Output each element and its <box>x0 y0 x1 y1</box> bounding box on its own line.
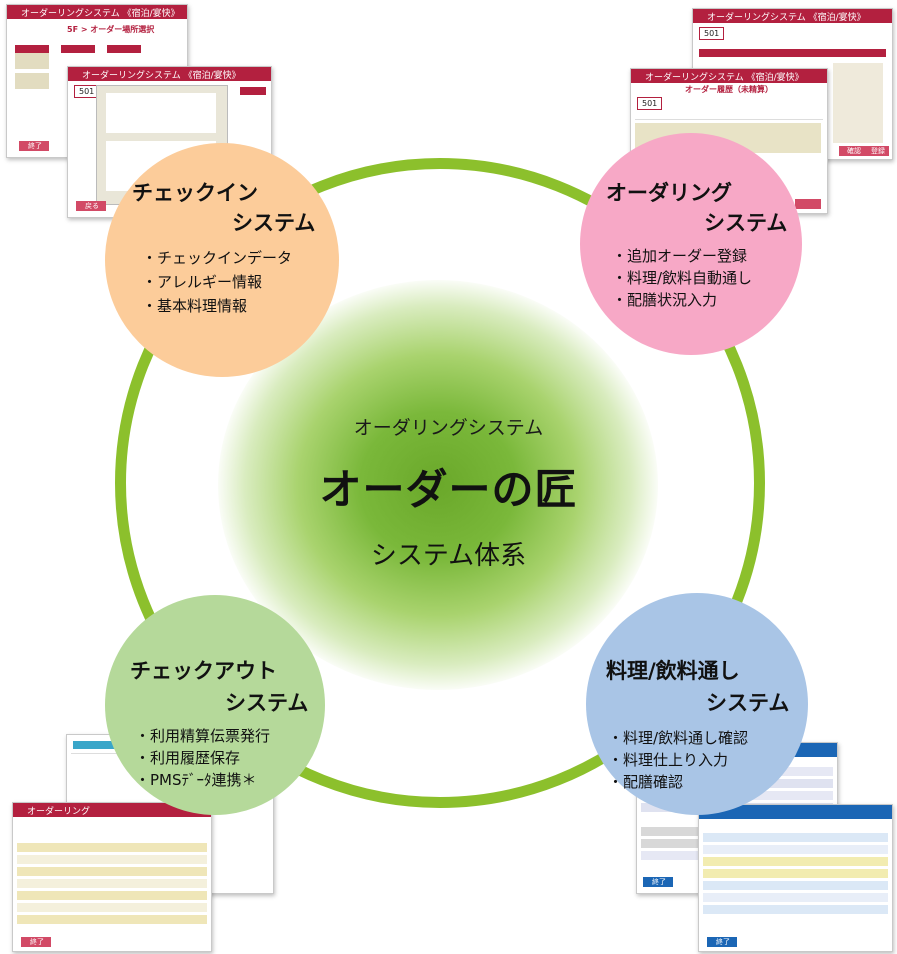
screen-heading: オーダー履歴（未精算） <box>685 85 773 94</box>
checkin-item: ・基本料理情報 <box>142 297 248 315</box>
exit-button[interactable]: 終了 <box>707 937 737 947</box>
app-header-bar: オーダーリング <box>13 803 211 817</box>
center-subtitle: オーダリングシステム <box>353 417 544 439</box>
checkout-bubble: チェックアウト システム ・利用精算伝票発行 ・利用履歴保存 ・PMSﾃﾞｰﾀ連… <box>105 595 325 815</box>
app-header-bar: オーダーリングシステム 《宿泊/宴快》 <box>68 67 271 81</box>
food-title-line1: 料理/飲料通し <box>606 659 740 683</box>
food-item: ・料理/飲料通し確認 <box>608 729 749 747</box>
checkin-item: ・チェックインデータ <box>142 249 293 267</box>
app-title: オーダーリングシステム 《宿泊/宴快》 <box>21 9 180 19</box>
room-tab[interactable] <box>61 45 95 53</box>
app-header-bar: オーダーリングシステム 《宿泊/宴快》 <box>693 9 892 23</box>
ordering-item: ・配膳状況入力 <box>612 291 718 309</box>
text-area[interactable] <box>106 93 216 133</box>
room-tab[interactable] <box>107 45 141 53</box>
screen-heading: 5F > オーダー場所選択 <box>67 25 155 34</box>
ordering-item: ・追加オーダー登録 <box>612 247 748 265</box>
system-ring <box>115 158 765 808</box>
checkout-item: ・PMSﾃﾞｰﾀ連携＊ <box>135 771 257 789</box>
confirm-button[interactable]: 確認 <box>839 146 869 156</box>
exit-button[interactable]: 終了 <box>643 877 673 887</box>
checkout-item: ・利用精算伝票発行 <box>135 727 271 745</box>
food-item: ・料理仕上り入力 <box>608 751 729 769</box>
room-cell[interactable] <box>15 73 49 89</box>
checkout-title-line2: システム <box>225 691 309 715</box>
checkin-title-line2: システム <box>232 211 316 235</box>
food-screen-thumbnail-front: 終了 <box>698 804 893 952</box>
food-bubble: 料理/飲料通し システム ・料理/飲料通し確認 ・料理仕上り入力 ・配膳確認 <box>586 593 808 815</box>
room-number: 501 <box>699 27 725 40</box>
center-title: オーダーの匠 <box>319 465 578 514</box>
exit-button[interactable]: 終了 <box>21 937 51 947</box>
room-number: 501 <box>637 97 663 110</box>
history-button[interactable] <box>795 199 821 209</box>
app-header-bar <box>699 805 892 819</box>
room-cell[interactable] <box>15 53 49 69</box>
checkout-title-line1: チェックアウト <box>130 659 277 683</box>
toolbar-tab[interactable] <box>73 741 129 749</box>
exit-button[interactable]: 終了 <box>19 141 49 151</box>
order-list <box>833 63 883 143</box>
register-button[interactable]: 登録 <box>869 146 889 156</box>
checkin-item: ・アレルギー情報 <box>142 273 263 291</box>
center-system-label: システム体系 <box>370 541 527 571</box>
back-button[interactable]: 戻る <box>76 201 106 211</box>
app-title: オーダーリングシステム 《宿泊/宴快》 <box>645 73 804 83</box>
app-header-bar: オーダーリングシステム 《宿泊/宴快》 <box>7 5 187 19</box>
checkout-item: ・利用履歴保存 <box>135 749 241 767</box>
ordering-bubble: オーダリング システム ・追加オーダー登録 ・料理/飲料自動通し ・配膳状況入力 <box>580 133 802 355</box>
food-item: ・配膳確認 <box>608 773 684 791</box>
app-title: オーダーリングシステム 《宿泊/宴快》 <box>707 13 866 23</box>
ordering-title-line2: システム <box>704 211 788 235</box>
room-tab[interactable] <box>15 45 49 53</box>
app-title: オーダーリングシステム 《宿泊/宴快》 <box>82 71 241 81</box>
ordering-item: ・料理/飲料自動通し <box>612 269 753 287</box>
checkin-bubble: チェックイン システム ・チェックインデータ ・アレルギー情報 ・基本料理情報 <box>105 143 339 377</box>
food-title-line2: システム <box>706 691 790 715</box>
checkout-screen-thumbnail-front: オーダーリング 終了 <box>12 802 212 952</box>
app-title: オーダーリング <box>27 807 91 817</box>
ordering-title-line1: オーダリング <box>606 181 732 205</box>
category-tabs[interactable] <box>699 49 886 57</box>
checkin-title-line1: チェックイン <box>132 181 258 205</box>
side-tab[interactable] <box>240 87 266 95</box>
app-header-bar: オーダーリングシステム 《宿泊/宴快》 <box>631 69 827 83</box>
